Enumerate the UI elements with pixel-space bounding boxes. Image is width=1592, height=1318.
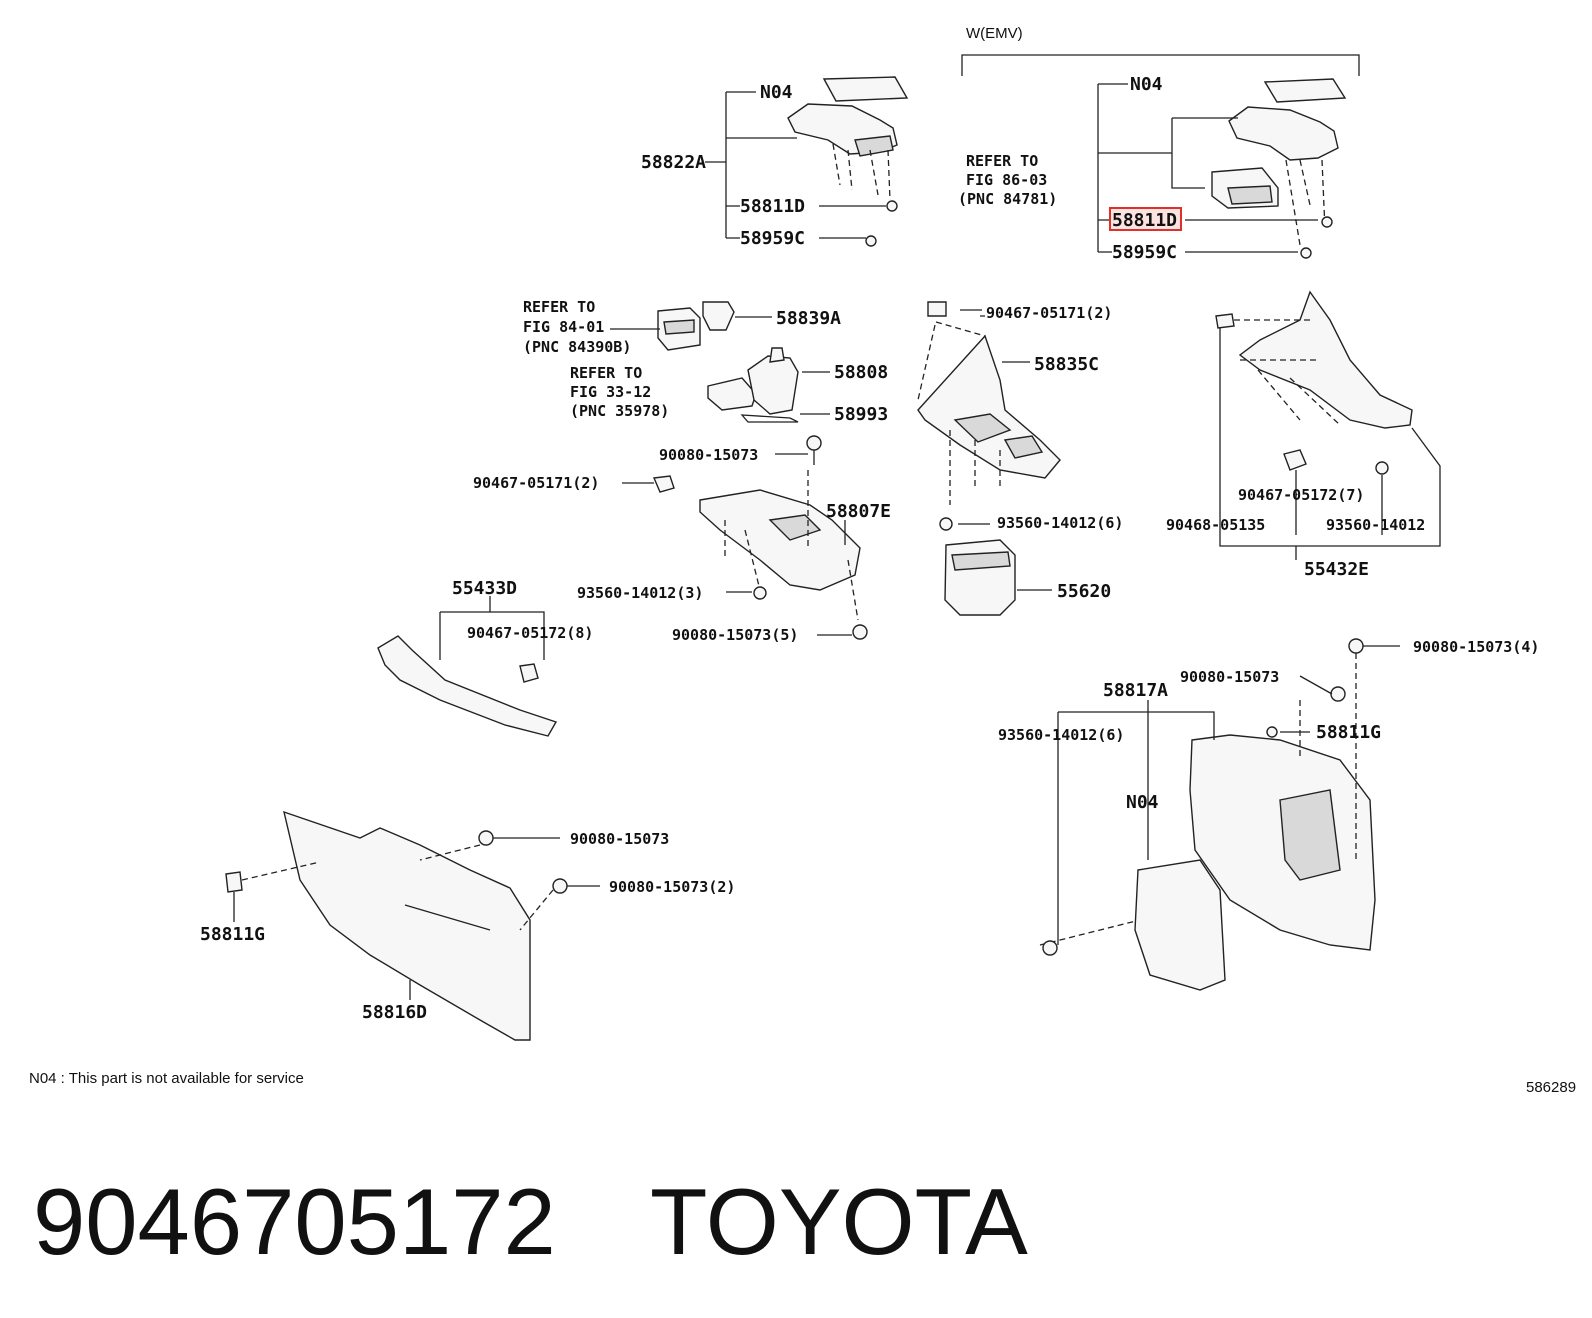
callout-93560-14012-b: 93560-14012(6) bbox=[997, 514, 1123, 532]
callout-55432E: 55432E bbox=[1304, 559, 1369, 580]
callout-90467-05172-b: 90467-05172(8) bbox=[467, 624, 593, 642]
callout-90080-15073-e: 90080-15073 bbox=[570, 830, 669, 848]
highlighted-part-box[interactable] bbox=[1109, 207, 1182, 231]
callout-58839A: 58839A bbox=[776, 308, 841, 329]
callout-n04-c: N04 bbox=[1126, 792, 1159, 813]
callout-93560-14012-d: 93560-14012(6) bbox=[998, 726, 1124, 744]
svg-text:REFER TO: REFER TO bbox=[523, 298, 595, 316]
callout-55433D: 55433D bbox=[452, 578, 517, 599]
trim-strip-55433D bbox=[377, 596, 558, 737]
switch-and-shifter-parts bbox=[610, 301, 830, 423]
callout-90080-15073-d: 90080-15073 bbox=[1180, 668, 1279, 686]
figure-number: 586289 bbox=[1526, 1079, 1576, 1096]
callout-90080-15073-f: 90080-15073(2) bbox=[609, 878, 735, 896]
callout-58816D: 58816D bbox=[362, 1002, 427, 1023]
refer-to-fig-84-01: REFER TO FIG 84-01 (PNC 84390B) bbox=[523, 298, 631, 356]
callout-90080-15073-b: 90080-15073(5) bbox=[672, 626, 798, 644]
callout-58811G-a: 58811G bbox=[1316, 722, 1381, 743]
callout-90467-05172-a: 90467-05172(7) bbox=[1238, 486, 1364, 504]
callout-58822A: 58822A bbox=[641, 152, 706, 173]
callout-58811D-highlighted[interactable]: 58811D bbox=[1112, 210, 1177, 231]
svg-text:FIG 84-01: FIG 84-01 bbox=[523, 318, 604, 336]
callout-90467-05171-b: 90467-05171(2) bbox=[986, 304, 1112, 322]
callout-93560-14012-a: 93560-14012(3) bbox=[577, 584, 703, 602]
part-number-title: 9046705172 bbox=[33, 1169, 556, 1274]
callout-90467-05171-a: 90467-05171(2) bbox=[473, 474, 599, 492]
svg-text:(PNC 84390B): (PNC 84390B) bbox=[523, 338, 631, 356]
upper-panel-58835C bbox=[917, 301, 1061, 616]
svg-text:FIG 86-03: FIG 86-03 bbox=[966, 171, 1047, 189]
callout-58817A: 58817A bbox=[1103, 680, 1168, 701]
callout-n04-b: N04 bbox=[1130, 74, 1163, 95]
callout-58959C-a: 58959C bbox=[740, 228, 805, 249]
svg-text:(PNC 84781): (PNC 84781) bbox=[958, 190, 1057, 208]
svg-text:FIG 33-12: FIG 33-12 bbox=[570, 383, 651, 401]
callout-58811G-b: 58811G bbox=[200, 924, 265, 945]
side-panel-58816D bbox=[225, 810, 600, 1041]
armrest-group-left bbox=[705, 76, 909, 247]
callout-58807E: 58807E bbox=[826, 501, 891, 522]
console-box-58807E bbox=[622, 435, 868, 640]
callout-58808: 58808 bbox=[834, 362, 888, 383]
callout-n04-a: N04 bbox=[760, 82, 793, 103]
callout-58835C: 58835C bbox=[1034, 354, 1099, 375]
callout-58959C-b: 58959C bbox=[1112, 242, 1177, 263]
brand-title: TOYOTA bbox=[650, 1169, 1028, 1274]
callout-93560-14012-c: 93560-14012 bbox=[1326, 516, 1425, 534]
callout-90080-15073-c: 90080-15073(4) bbox=[1413, 638, 1539, 656]
variant-label: W(EMV) bbox=[966, 25, 1023, 42]
callout-90080-15073-a: 90080-15073 bbox=[659, 446, 758, 464]
refer-to-fig-33-12: REFER TO FIG 33-12 (PNC 35978) bbox=[570, 364, 669, 420]
refer-to-fig-86-03: REFER TO FIG 86-03 (PNC 84781) bbox=[958, 152, 1057, 208]
callout-58993: 58993 bbox=[834, 404, 888, 425]
svg-text:(PNC 35978): (PNC 35978) bbox=[570, 402, 669, 420]
footnote: N04 : This part is not available for ser… bbox=[29, 1070, 304, 1087]
armrest-group-emv bbox=[961, 54, 1360, 259]
svg-text:REFER TO: REFER TO bbox=[570, 364, 642, 382]
callout-55620: 55620 bbox=[1057, 581, 1111, 602]
lower-console-58817A bbox=[1039, 638, 1400, 991]
svg-text:REFER TO: REFER TO bbox=[966, 152, 1038, 170]
side-trim-55432E bbox=[1215, 290, 1441, 560]
callout-90468-05135: 90468-05135 bbox=[1166, 516, 1265, 534]
callout-58811D-a: 58811D bbox=[740, 196, 805, 217]
